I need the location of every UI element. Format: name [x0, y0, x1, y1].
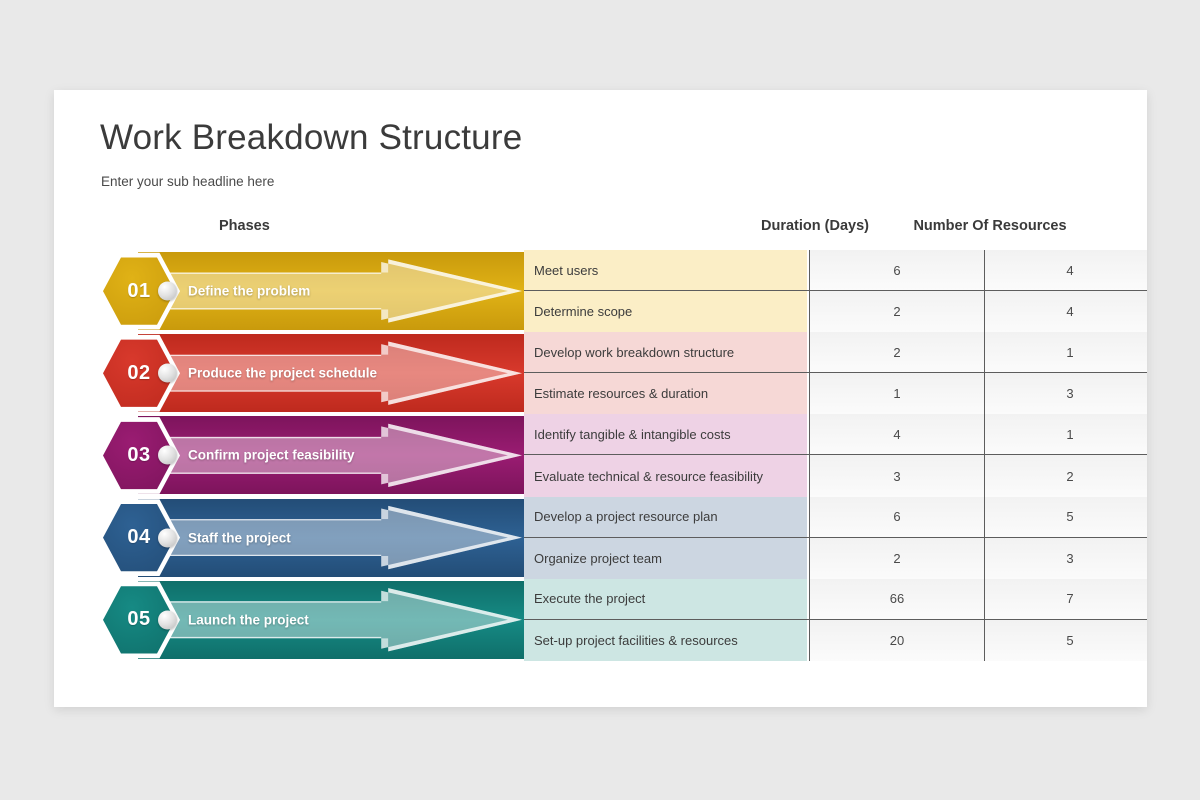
phase-number-badge[interactable]: 02	[98, 333, 180, 413]
task-row[interactable]: Evaluate technical & resource feasibilit…	[524, 455, 1147, 497]
task-name: Determine scope	[524, 291, 807, 333]
bullet-icon	[158, 610, 177, 630]
task-duration: 2	[809, 332, 984, 373]
phase-task-cells: Develop work breakdown structure 2 1 Est…	[524, 332, 1147, 415]
task-resources: 3	[984, 373, 1147, 415]
task-duration: 4	[809, 414, 984, 455]
phase-row[interactable]: 01 Define the problem Meet users 6 4 Det…	[54, 250, 1147, 333]
task-resources: 1	[984, 414, 1147, 455]
phase-label: Launch the project	[188, 612, 309, 628]
slide-canvas: Work Breakdown Structure Enter your sub …	[54, 90, 1147, 707]
task-name: Evaluate technical & resource feasibilit…	[524, 455, 807, 497]
column-headers: Phases Duration (Days) Number Of Resourc…	[54, 218, 1147, 246]
phase-band-background	[138, 416, 528, 495]
phase-task-cells: Develop a project resource plan 6 5 Orga…	[524, 496, 1147, 579]
phase-arrow-band[interactable]	[138, 580, 528, 659]
task-resources: 4	[984, 250, 1147, 291]
task-name: Meet users	[524, 250, 807, 291]
task-duration: 6	[809, 250, 984, 291]
phase-number-badge[interactable]: 01	[98, 251, 180, 331]
task-row[interactable]: Identify tangible & intangible costs 4 1	[524, 414, 1147, 456]
phase-arrow-band[interactable]	[138, 334, 528, 413]
task-name: Set-up project facilities & resources	[524, 619, 807, 661]
task-duration: 3	[809, 455, 984, 497]
header-phases: Phases	[219, 218, 270, 234]
wbs-table: 01 Define the problem Meet users 6 4 Det…	[54, 250, 1147, 662]
task-name: Develop a project resource plan	[524, 496, 807, 537]
task-resources: 5	[984, 496, 1147, 537]
task-duration: 2	[809, 537, 984, 579]
phase-task-cells: Meet users 6 4 Determine scope 2 4	[524, 250, 1147, 333]
task-row[interactable]: Develop work breakdown structure 2 1	[524, 332, 1147, 374]
phase-label: Produce the project schedule	[188, 365, 378, 381]
task-name: Organize project team	[524, 537, 807, 579]
phase-arrow-band[interactable]	[138, 416, 528, 495]
task-duration: 2	[809, 291, 984, 333]
phase-arrow-band[interactable]	[138, 252, 528, 330]
task-duration: 20	[809, 619, 984, 661]
task-name: Identify tangible & intangible costs	[524, 414, 807, 455]
task-row[interactable]: Meet users 6 4	[524, 250, 1147, 292]
phase-number: 03	[127, 443, 151, 466]
page-subtitle: Enter your sub headline here	[101, 174, 275, 189]
task-duration: 66	[809, 578, 984, 619]
header-duration: Duration (Days)	[761, 218, 869, 234]
task-resources: 3	[984, 537, 1147, 579]
phase-number: 02	[127, 361, 151, 384]
phase-row[interactable]: 03 Confirm project feasibility Identify …	[54, 414, 1147, 497]
phase-number: 04	[127, 526, 151, 549]
phase-band-background	[138, 334, 528, 413]
phase-number: 01	[127, 279, 151, 302]
page-title: Work Breakdown Structure	[100, 118, 523, 157]
task-row[interactable]: Develop a project resource plan 6 5	[524, 496, 1147, 538]
task-duration: 1	[809, 373, 984, 415]
bullet-icon	[158, 445, 177, 465]
task-resources: 4	[984, 291, 1147, 333]
task-duration: 6	[809, 496, 984, 537]
bullet-icon	[158, 363, 177, 383]
phase-task-cells: Identify tangible & intangible costs 4 1…	[524, 414, 1147, 497]
phase-band-background	[138, 580, 528, 659]
task-row[interactable]: Set-up project facilities & resources 20…	[524, 619, 1147, 661]
phase-band-background	[138, 498, 528, 577]
task-row[interactable]: Execute the project 66 7	[524, 578, 1147, 620]
task-name: Execute the project	[524, 578, 807, 619]
phase-row[interactable]: 02 Produce the project schedule Develop …	[54, 332, 1147, 415]
phase-row[interactable]: 05 Launch the project Execute the projec…	[54, 578, 1147, 661]
phase-label: Define the problem	[188, 283, 311, 299]
task-row[interactable]: Estimate resources & duration 1 3	[524, 373, 1147, 415]
phase-arrow-band[interactable]	[138, 498, 528, 577]
task-name: Develop work breakdown structure	[524, 332, 807, 373]
phase-row[interactable]: 04 Staff the project Develop a project r…	[54, 496, 1147, 579]
header-resources: Number Of Resources	[913, 218, 1067, 234]
task-row[interactable]: Determine scope 2 4	[524, 291, 1147, 333]
phase-label: Staff the project	[188, 530, 291, 546]
task-resources: 1	[984, 332, 1147, 373]
phase-number-badge[interactable]: 04	[98, 498, 180, 578]
phase-label: Confirm project feasibility	[188, 447, 355, 463]
task-resources: 2	[984, 455, 1147, 497]
bullet-icon	[158, 281, 177, 301]
task-name: Estimate resources & duration	[524, 373, 807, 415]
phase-band-background	[138, 252, 528, 330]
bullet-icon	[158, 528, 177, 548]
task-row[interactable]: Organize project team 2 3	[524, 537, 1147, 579]
phase-number: 05	[127, 608, 151, 631]
phase-task-cells: Execute the project 66 7 Set-up project …	[524, 578, 1147, 661]
task-resources: 7	[984, 578, 1147, 619]
task-resources: 5	[984, 619, 1147, 661]
